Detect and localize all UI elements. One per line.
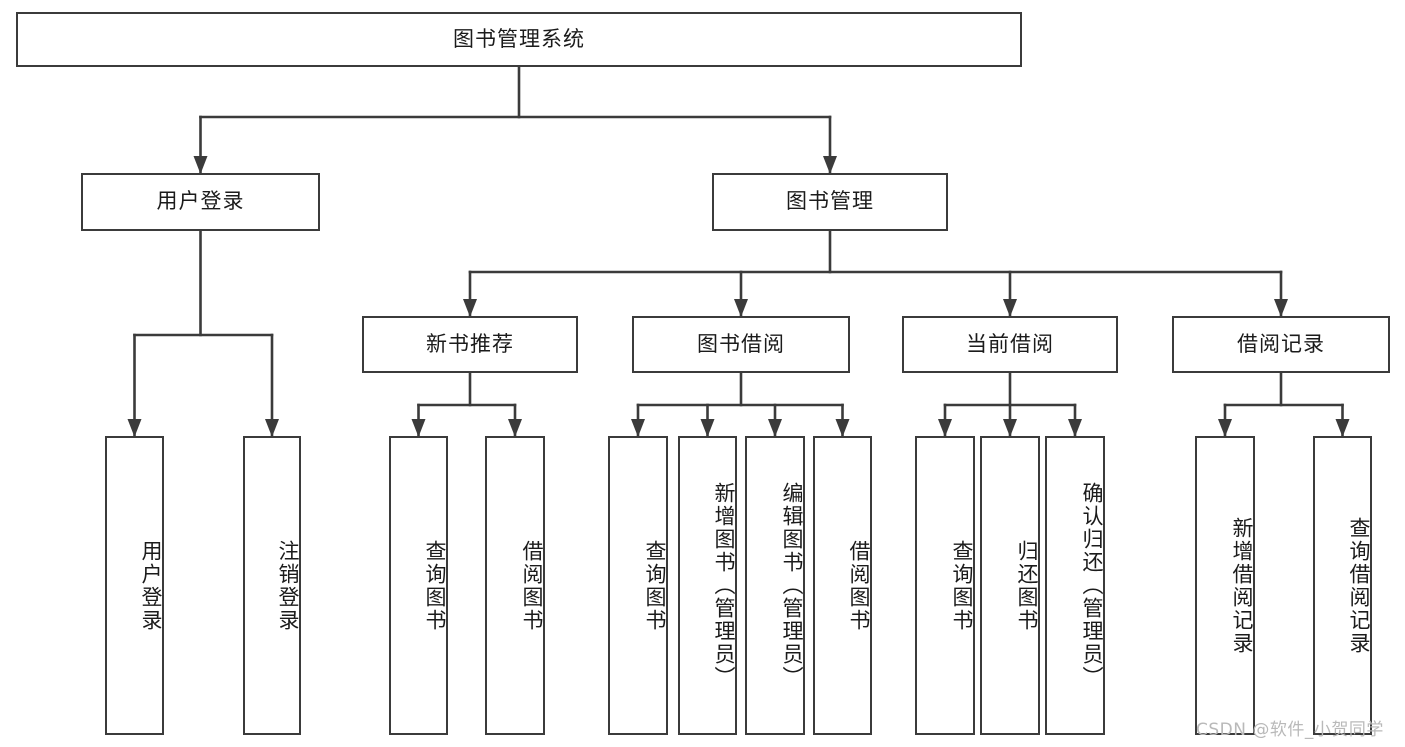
- node-label: 注销登录: [276, 539, 300, 632]
- node-label: 图书管理: [786, 189, 874, 214]
- node-l-nb-borrow[interactable]: 借阅图书: [485, 436, 545, 735]
- node-l-rc-query[interactable]: 查询借阅记录: [1313, 436, 1372, 735]
- node-label: 图书管理系统: [453, 26, 585, 51]
- node-label: 查询图书: [643, 539, 667, 632]
- node-l-nb-query[interactable]: 查询图书: [389, 436, 448, 735]
- node-l-bw-borrow[interactable]: 借阅图书: [813, 436, 872, 735]
- node-bookmgmt[interactable]: 图书管理: [712, 173, 948, 231]
- node-borrow[interactable]: 图书借阅: [632, 316, 850, 373]
- node-l-cu-query[interactable]: 查询图书: [915, 436, 975, 735]
- node-l-logout[interactable]: 注销登录: [243, 436, 301, 735]
- node-label: 借阅图书: [520, 539, 544, 632]
- node-label: 归还图书: [1015, 539, 1039, 632]
- node-l-bw-add[interactable]: 新增图书（管理员）: [678, 436, 737, 735]
- node-label: 借阅图书: [847, 539, 871, 632]
- node-root[interactable]: 图书管理系统: [16, 12, 1022, 67]
- node-records[interactable]: 借阅记录: [1172, 316, 1390, 373]
- node-label: 查询图书: [423, 539, 447, 632]
- watermark-label: CSDN @软件_小贺同学: [1196, 720, 1384, 740]
- node-login[interactable]: 用户登录: [81, 173, 320, 231]
- node-newbook[interactable]: 新书推荐: [362, 316, 578, 373]
- node-label: 编辑图书（管理员）: [780, 482, 804, 689]
- node-l-bw-query[interactable]: 查询图书: [608, 436, 668, 735]
- node-l-rc-add[interactable]: 新增借阅记录: [1195, 436, 1255, 735]
- node-label: 确认归还（管理员）: [1080, 482, 1104, 689]
- node-l-cu-return[interactable]: 归还图书: [980, 436, 1040, 735]
- node-label: 当前借阅: [966, 331, 1054, 356]
- node-label: 图书借阅: [697, 331, 785, 356]
- node-label: 查询借阅记录: [1347, 516, 1371, 655]
- node-label: 新书推荐: [426, 331, 514, 356]
- node-current[interactable]: 当前借阅: [902, 316, 1118, 373]
- node-l-login[interactable]: 用户登录: [105, 436, 164, 735]
- node-label: 用户登录: [139, 539, 163, 632]
- node-l-bw-edit[interactable]: 编辑图书（管理员）: [745, 436, 805, 735]
- node-label: 查询图书: [950, 539, 974, 632]
- node-label: 借阅记录: [1237, 331, 1325, 356]
- node-label: 新增图书（管理员）: [712, 482, 736, 689]
- node-label: 新增借阅记录: [1230, 516, 1254, 655]
- node-l-cu-conf[interactable]: 确认归还（管理员）: [1045, 436, 1105, 735]
- node-label: 用户登录: [156, 189, 245, 214]
